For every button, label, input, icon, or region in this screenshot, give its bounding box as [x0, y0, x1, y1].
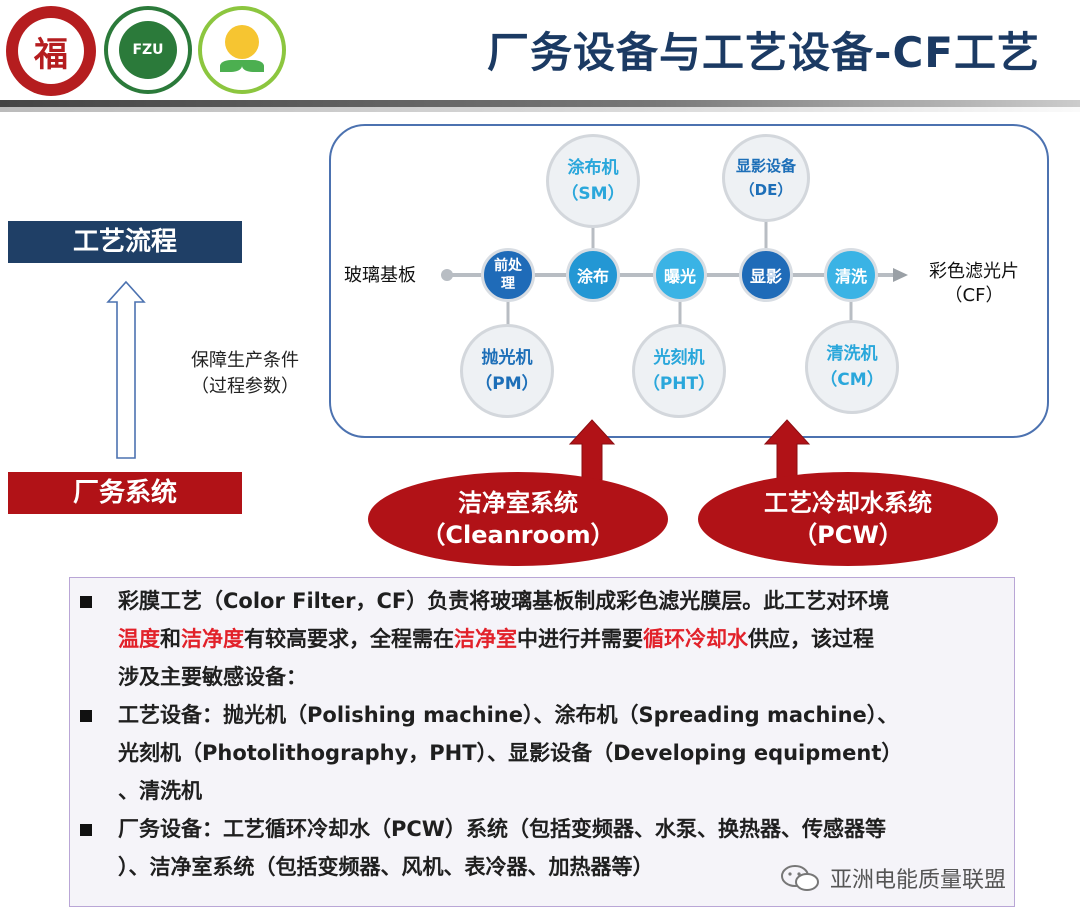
condition-label: 保障生产条件 （过程参数） — [175, 348, 315, 400]
equipment-name: 清洗机 — [826, 344, 878, 364]
fuzhou-university-logo: 福 — [6, 6, 96, 96]
text-run: 供应，该过程 — [748, 627, 874, 651]
equipment-abbr: （PHT） — [642, 374, 716, 394]
equipment-name: 显影设备 — [735, 157, 796, 175]
paragraph-line: 、清洗机 — [118, 779, 202, 803]
process-flow-box: 工艺流程 — [8, 221, 242, 263]
fzu-glyph: FZU — [119, 21, 177, 79]
paragraph-line: 彩膜工艺（Color Filter，CF）负责将玻璃基板制成彩色滤光膜层。此工艺… — [118, 582, 1008, 620]
lightbulb-leaf-logo — [198, 6, 286, 94]
paragraph-line: 光刻机（Photolithography，PHT）、显影设备（Developin… — [118, 741, 903, 765]
highlight-temperature: 温度 — [118, 627, 160, 651]
text-run: 彩膜工艺（Color Filter，CF）负责将玻璃基板制成彩色滤光膜层。此工艺… — [118, 589, 890, 613]
equipment-abbr: （DE） — [739, 181, 793, 199]
step-clean: 清洗 — [824, 248, 878, 302]
condition-line1: 保障生产条件 — [191, 350, 299, 371]
condition-line2: （过程参数） — [191, 376, 299, 397]
step-label: 理 — [501, 276, 515, 292]
fu-glyph: 福 — [18, 18, 84, 84]
description-paragraph-1: 彩膜工艺（Color Filter，CF）负责将玻璃基板制成彩色滤光膜层。此工艺… — [118, 582, 1008, 696]
equipment-pht: 光刻机 （PHT） — [632, 324, 726, 418]
text-run: 有较高要求，全程需在 — [244, 627, 454, 651]
page-title: 厂务设备与工艺设备-CF工艺 — [487, 28, 1040, 77]
equipment-name: 光刻机 — [653, 348, 705, 368]
step-develop: 显影 — [739, 248, 793, 302]
pcw-line2: （PCW） — [793, 521, 903, 549]
step-pretreat: 前处 理 — [481, 248, 535, 302]
facility-system-box: 厂务系统 — [8, 472, 242, 514]
text-run: 和 — [160, 627, 181, 651]
cleanroom-system: 洁净室系统 （Cleanroom） — [368, 472, 668, 566]
bullet-icon — [80, 596, 92, 608]
header-divider — [0, 100, 1080, 107]
text-run: 中进行并需要 — [517, 627, 643, 651]
step-label: 显影 — [749, 267, 782, 286]
equipment-pm: 抛光机 （PM） — [460, 324, 554, 418]
equipment-name: 抛光机 — [481, 348, 533, 368]
highlight-cooling-water: 循环冷却水 — [643, 627, 748, 651]
equipment-de: 显影设备 （DE） — [722, 134, 810, 222]
paragraph-line: 工艺设备：抛光机（Polishing machine）、涂布机（Spreadin… — [118, 703, 899, 727]
wechat-icon — [781, 865, 819, 891]
paragraph-line: 厂务设备：工艺循环冷却水（PCW）系统（包括变频器、水泵、换热器、传感器等 — [118, 817, 886, 841]
highlight-cleanliness: 洁净度 — [181, 627, 244, 651]
watermark: 亚洲电能质量联盟 — [780, 858, 1070, 898]
cleanroom-line1: 洁净室系统 — [458, 489, 578, 517]
paragraph-line: 涉及主要敏感设备： — [118, 658, 1008, 696]
step-label: 涂布 — [576, 267, 609, 286]
bullet-icon — [80, 710, 92, 722]
equipment-abbr: （PM） — [475, 374, 539, 394]
step-label: 曝光 — [663, 267, 696, 286]
up-arrow-icon — [763, 419, 811, 480]
input-label: 玻璃基板 — [344, 265, 416, 286]
cleanroom-line2: （Cleanroom） — [421, 521, 615, 549]
bullet-icon — [80, 824, 92, 836]
paragraph-line: ）、洁净室系统（包括变频器、风机、表冷器、加热器等） — [118, 855, 654, 879]
output-line2: （CF） — [944, 285, 1004, 306]
equipment-name: 涂布机 — [567, 158, 619, 178]
step-expose: 曝光 — [653, 248, 707, 302]
paragraph-line: 温度和洁净度有较高要求，全程需在洁净室中进行并需要循环冷却水供应，该过程 — [118, 620, 1008, 658]
description-paragraph-2: 工艺设备：抛光机（Polishing machine）、涂布机（Spreadin… — [118, 696, 1008, 810]
watermark-text: 亚洲电能质量联盟 — [830, 868, 1007, 893]
fzu-center-logo: FZU — [104, 6, 192, 94]
process-flow-container — [329, 124, 1049, 438]
step-coat: 涂布 — [566, 248, 620, 302]
output-line1: 彩色滤光片 — [929, 261, 1019, 282]
equipment-sm: 涂布机 （SM） — [546, 134, 640, 228]
text-run: 涉及主要敏感设备： — [118, 665, 307, 689]
step-label: 清洗 — [834, 267, 867, 286]
up-arrow-icon — [106, 280, 146, 459]
pcw-system: 工艺冷却水系统 （PCW） — [698, 472, 998, 566]
leaf-icon — [220, 60, 242, 72]
highlight-cleanroom: 洁净室 — [454, 627, 517, 651]
output-label: 彩色滤光片 （CF） — [918, 260, 1030, 308]
up-arrow-icon — [568, 419, 616, 480]
description-paragraph-3: 厂务设备：工艺循环冷却水（PCW）系统（包括变频器、水泵、换热器、传感器等 ）、… — [118, 810, 1008, 886]
header-divider-light — [0, 107, 1080, 112]
pcw-line1: 工艺冷却水系统 — [764, 489, 932, 517]
leaf-icon — [242, 60, 264, 72]
step-label: 前处 — [494, 258, 522, 274]
equipment-abbr: （SM） — [561, 184, 625, 204]
lightbulb-icon — [225, 25, 259, 59]
equipment-abbr: （CM） — [820, 370, 884, 390]
description-box — [69, 577, 1015, 907]
equipment-cm: 清洗机 （CM） — [805, 320, 899, 414]
